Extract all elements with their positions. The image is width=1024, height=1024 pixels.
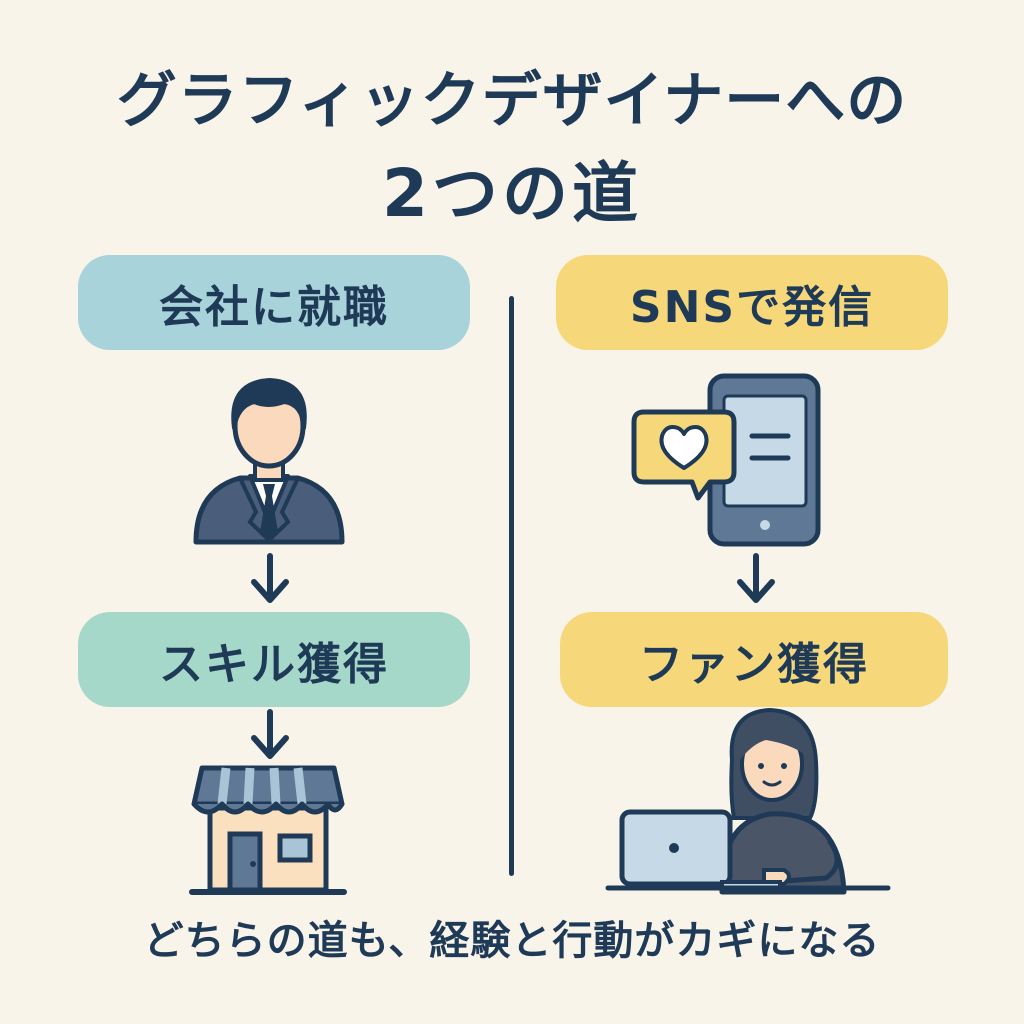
right-step-1-label: SNSで発信 xyxy=(556,255,948,350)
title-line-1: グラフィックデザイナーへの xyxy=(116,66,908,136)
shop-icon xyxy=(189,765,347,895)
title-line-2: 2つの道 xyxy=(382,155,642,232)
woman-laptop-icon xyxy=(605,707,891,895)
left-step-2-label: スキル獲得 xyxy=(78,612,470,707)
footer-message: どちらの道も、経験と行動がカギになる xyxy=(143,918,881,964)
right-step-2-label: ファン獲得 xyxy=(560,612,948,707)
arrow-down-icon xyxy=(251,553,289,603)
arrow-down-icon xyxy=(737,553,775,603)
arrow-down-icon xyxy=(251,709,289,759)
center-divider xyxy=(509,296,514,876)
smartphone-heart-icon xyxy=(631,373,821,547)
left-step-1-label: 会社に就職 xyxy=(78,255,470,350)
businessman-icon xyxy=(193,378,345,545)
